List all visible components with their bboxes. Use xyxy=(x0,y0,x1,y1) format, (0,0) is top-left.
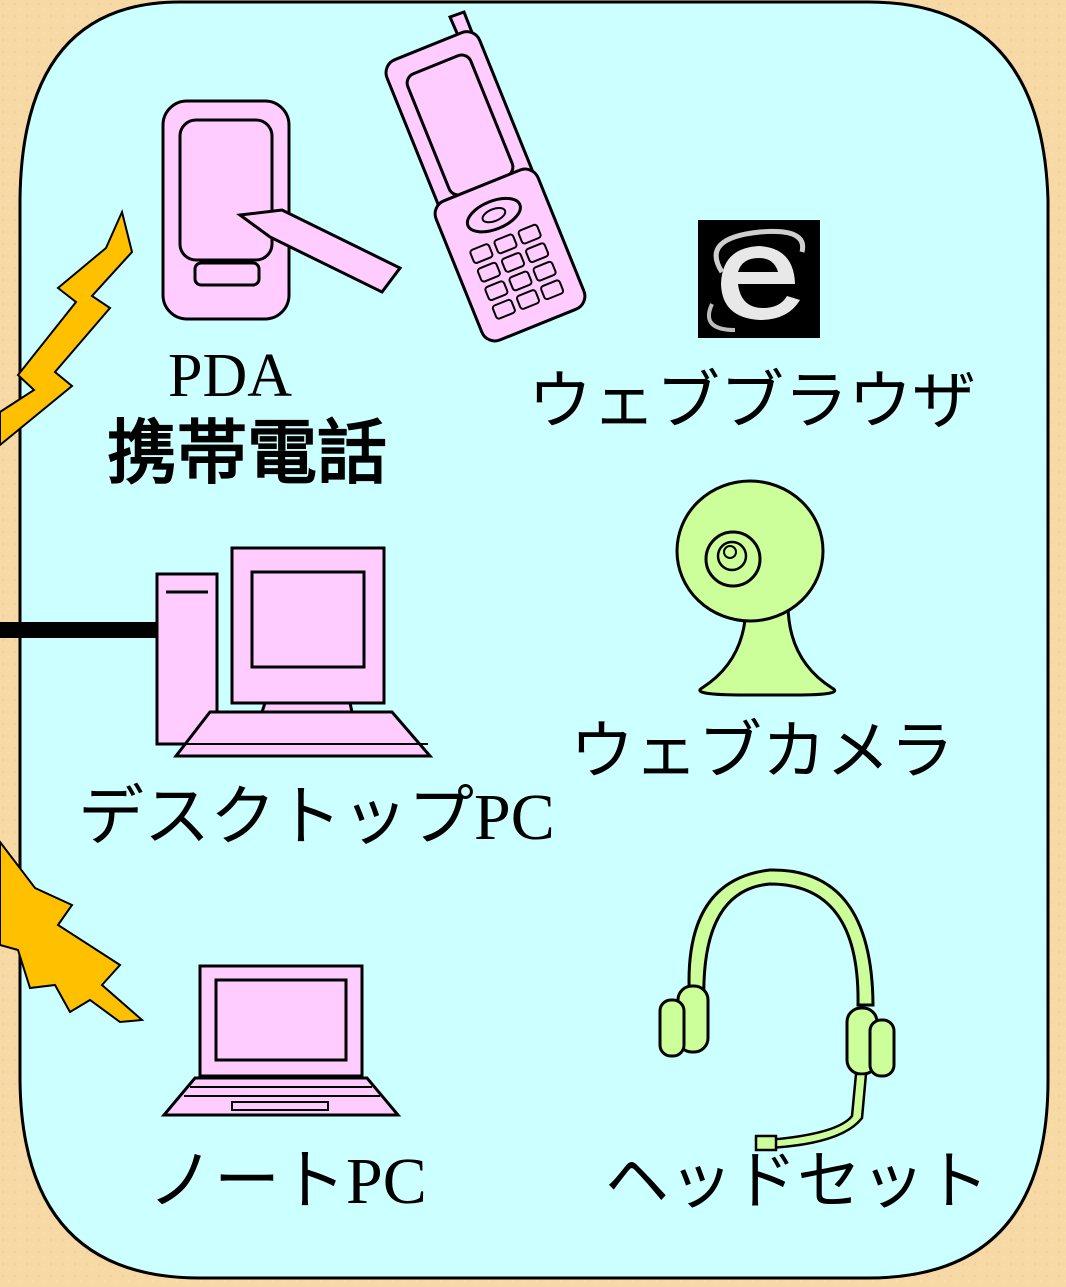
headset-label: ヘッドセット xyxy=(605,1145,989,1219)
webcam-icon xyxy=(675,479,837,697)
mobile-phone-icon xyxy=(384,10,587,343)
desktop-pc-label: デスクトップPC xyxy=(78,784,555,851)
notebook-pc-label-pc: PC xyxy=(346,1145,427,1218)
mobile-phone-label: 携帯電話 xyxy=(107,412,387,494)
pda-icon xyxy=(161,99,403,321)
wireless-bolt-upper xyxy=(0,208,134,447)
pda-label: PDA xyxy=(168,342,293,410)
desktop-pc-icon xyxy=(155,546,434,758)
desktop-pc-label-ja: デスクトップ xyxy=(78,778,474,855)
headset-icon xyxy=(658,868,896,1152)
web-browser-label: ウェブブラウザ xyxy=(528,365,976,439)
notebook-pc-label: ノートPC xyxy=(148,1148,427,1215)
internet-explorer-icon xyxy=(698,220,820,338)
notebook-pc-icon xyxy=(160,964,402,1117)
wireless-bolt-lower xyxy=(0,840,145,1024)
wired-connection xyxy=(0,622,162,638)
notebook-pc-label-ja: ノート xyxy=(148,1142,346,1219)
desktop-pc-label-pc: PC xyxy=(474,781,555,854)
webcam-label: ウェブカメラ xyxy=(570,715,954,789)
